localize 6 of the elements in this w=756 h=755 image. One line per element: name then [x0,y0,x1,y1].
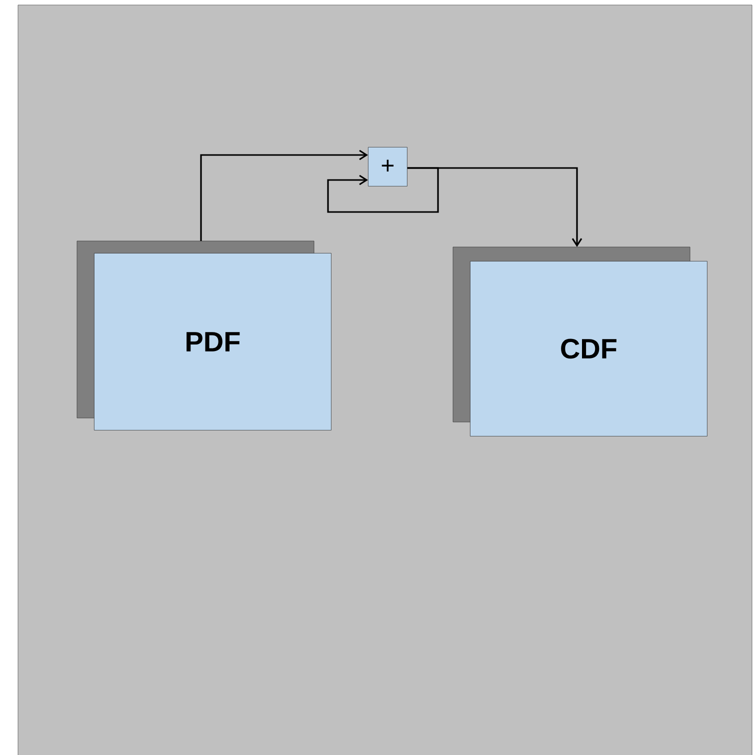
adder-box: + [368,147,408,186]
document-stack-box: CDF [452,246,708,436]
document-stack-box: PDF [76,240,332,430]
arrow [407,167,582,247]
arrow [200,150,368,241]
arrow [327,167,439,213]
